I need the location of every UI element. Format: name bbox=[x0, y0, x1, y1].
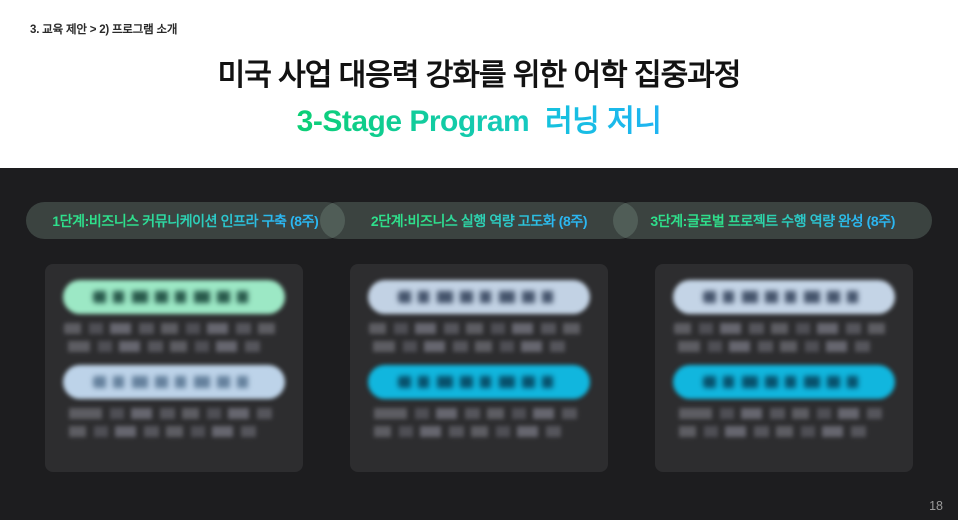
redacted-text-line bbox=[369, 323, 584, 334]
redacted-text bbox=[398, 291, 560, 303]
stages-panel: 1단계:비즈니스 커뮤니케이션 인프라 구축 (8주) 2단계:비즈니스 실행 … bbox=[0, 168, 958, 520]
redacted-text-line bbox=[674, 408, 885, 419]
redacted-text-line bbox=[64, 408, 275, 419]
stage-2-card bbox=[350, 264, 608, 472]
stage-3-top-highlight-redacted bbox=[673, 280, 895, 314]
stage-2-bottom-highlight-redacted bbox=[368, 365, 590, 399]
redacted-text bbox=[703, 376, 865, 388]
breadcrumb: 3. 교육 제안 > 2) 프로그램 소개 bbox=[30, 24, 178, 36]
redacted-text-line bbox=[674, 341, 873, 352]
stage-3-label: 3단계:글로벌 프로젝트 수행 역량 완성 (8주) bbox=[650, 212, 896, 229]
stage-2-header: 2단계:비즈니스 실행 역량 고도화 (8주) bbox=[319, 202, 639, 239]
stage-2-label: 2단계:비즈니스 실행 역량 고도화 (8주) bbox=[370, 212, 588, 229]
stage-3-bottom-highlight-redacted bbox=[673, 365, 895, 399]
redacted-text-line bbox=[674, 426, 869, 437]
stage-3-card bbox=[655, 264, 913, 472]
redacted-text-line bbox=[369, 426, 564, 437]
redacted-text-line bbox=[674, 323, 889, 334]
stage-1-card bbox=[45, 264, 303, 472]
subtitle-journey-text: 러닝 저니 bbox=[545, 105, 662, 138]
stage-1-bottom-highlight-redacted bbox=[63, 365, 285, 399]
stage-3-header: 3단계:글로벌 프로젝트 수행 역량 완성 (8주) bbox=[613, 202, 933, 239]
stage-1-label: 1단계:비즈니스 커뮤니케이션 인프라 구축 (8주) bbox=[52, 212, 319, 229]
redacted-text-line bbox=[64, 341, 263, 352]
redacted-text bbox=[93, 291, 255, 303]
redacted-text bbox=[703, 291, 865, 303]
stage-1-top-highlight-redacted bbox=[63, 280, 285, 314]
redacted-text-line bbox=[64, 323, 279, 334]
stage-cards-row bbox=[45, 264, 913, 472]
stage-2-top-highlight-redacted bbox=[368, 280, 590, 314]
subtitle-program-text: 3-Stage Program bbox=[296, 105, 530, 138]
stage-header-row: 1단계:비즈니스 커뮤니케이션 인프라 구축 (8주) 2단계:비즈니스 실행 … bbox=[26, 202, 933, 239]
redacted-text-line bbox=[369, 341, 568, 352]
page-title: 미국 사업 대응력 강화를 위한 어학 집중과정 bbox=[217, 59, 742, 92]
stage-1-header: 1단계:비즈니스 커뮤니케이션 인프라 구축 (8주) bbox=[26, 202, 345, 239]
redacted-text-line bbox=[64, 426, 259, 437]
redacted-text bbox=[398, 376, 560, 388]
redacted-text-line bbox=[369, 408, 580, 419]
page-number: 18 bbox=[929, 499, 943, 513]
page-subtitle: 3-Stage Program 러닝 저니 bbox=[0, 96, 958, 140]
redacted-text bbox=[93, 376, 255, 388]
